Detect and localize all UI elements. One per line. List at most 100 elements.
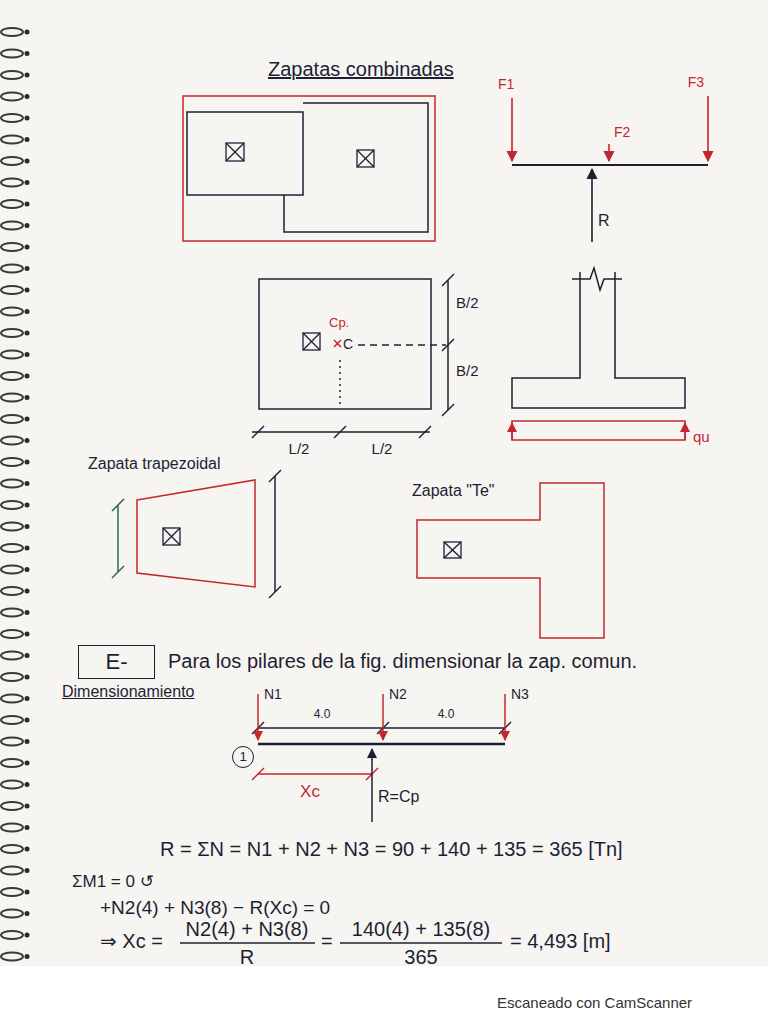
- reaction-label: R: [598, 212, 610, 230]
- column-symbol: [357, 150, 374, 167]
- spiral-hole: [25, 804, 30, 809]
- trapezoidal-footing: [112, 499, 124, 511]
- rect-footing: [334, 426, 346, 438]
- spiral-ring: [1, 630, 23, 638]
- fraction-denominator: 365: [404, 946, 437, 969]
- footing-section: [512, 272, 685, 408]
- spiral-ring: [1, 609, 23, 617]
- spiral-hole: [25, 782, 30, 787]
- spiral-hole: [25, 589, 30, 594]
- spiral-hole: [25, 847, 30, 852]
- beam-diagram: [382, 694, 384, 740]
- spiral-hole: [25, 632, 30, 637]
- t-footing: [417, 483, 604, 638]
- column-symbol: [303, 333, 320, 350]
- figure-caption: Zapata "Te": [412, 482, 495, 500]
- spiral-hole: [25, 868, 30, 873]
- fraction-numerator: N2(4) + N3(8): [186, 918, 309, 941]
- load-label: N1: [264, 686, 282, 702]
- pressure-label: qu: [693, 428, 710, 445]
- spiral-ring: [1, 845, 23, 853]
- figure-caption: Zapata trapezoidal: [88, 455, 221, 473]
- spiral-hole: [25, 159, 30, 164]
- footing-plan: [284, 103, 428, 232]
- centroid-mark: [334, 340, 341, 347]
- spiral-hole: [25, 610, 30, 615]
- trapezoidal-footing: [269, 586, 281, 598]
- spiral-ring: [1, 867, 23, 875]
- spiral-hole: [25, 116, 30, 121]
- spiral-hole: [25, 567, 30, 572]
- spiral-ring: [1, 566, 23, 574]
- spiral-hole: [25, 503, 30, 508]
- fraction-denominator: R: [240, 946, 254, 969]
- column-symbol: [163, 528, 180, 545]
- spiral-ring: [1, 824, 23, 832]
- rect-footing: [442, 339, 454, 351]
- dimension: 4.0: [314, 708, 331, 722]
- dimension: Xc: [300, 782, 320, 802]
- column-symbol: [444, 542, 461, 558]
- spiral-binding: [1, 28, 30, 961]
- spiral-hole: [25, 309, 30, 314]
- spiral-hole: [25, 546, 30, 551]
- spiral-hole: [25, 73, 30, 78]
- spiral-hole: [25, 417, 30, 422]
- centroid-label: Cp.: [329, 316, 349, 331]
- footing-section: [512, 268, 685, 408]
- spiral-ring: [1, 157, 23, 165]
- centroid-mark: [334, 340, 341, 347]
- spiral-ring: [1, 480, 23, 488]
- load-diagram: [512, 96, 708, 242]
- spiral-ring: [1, 673, 23, 681]
- rect-footing: [259, 279, 431, 409]
- beam-diagram: [252, 768, 264, 780]
- column-symbol: [163, 528, 180, 545]
- equation: R = ΣN = N1 + N2 + N3 = 90 + 140 + 135 =…: [160, 838, 623, 861]
- spiral-hole: [25, 202, 30, 207]
- spiral-ring: [1, 71, 23, 79]
- fraction-bar: [180, 942, 502, 944]
- spiral-ring: [1, 716, 23, 724]
- spiral-ring: [1, 50, 23, 58]
- dimension: L/2: [289, 440, 310, 457]
- footing-plan: [183, 96, 435, 241]
- column-symbol: [357, 150, 374, 167]
- rect-footing: [252, 274, 454, 438]
- rect-footing: [442, 404, 454, 416]
- fraction-numerator: 140(4) + 135(8): [352, 918, 490, 941]
- spiral-hole: [25, 180, 30, 185]
- trapezoidal-footing: [269, 470, 281, 482]
- soil-pressure: [512, 421, 685, 440]
- spiral-ring: [1, 286, 23, 294]
- spiral-hole: [25, 51, 30, 56]
- beam-diagram: [258, 743, 505, 745]
- spiral-hole: [25, 481, 30, 486]
- spiral-ring: [1, 695, 23, 703]
- spiral-hole: [25, 137, 30, 142]
- spiral-hole: [25, 954, 30, 959]
- load-diagram: [591, 169, 593, 242]
- spiral-ring: [1, 523, 23, 531]
- spiral-ring: [1, 28, 23, 36]
- trapezoidal-footing: [137, 480, 255, 587]
- equation: = 4,493 [m]: [510, 930, 611, 953]
- spiral-ring: [1, 544, 23, 552]
- spiral-ring: [1, 415, 23, 423]
- spiral-hole: [25, 718, 30, 723]
- load-label: N2: [389, 686, 407, 702]
- equation: ΣM1 = 0 ↺: [72, 872, 154, 892]
- column-symbol: [226, 143, 244, 161]
- spiral-ring: [1, 179, 23, 187]
- spiral-hole: [25, 223, 30, 228]
- t-footing: [417, 483, 604, 638]
- spiral-hole: [25, 245, 30, 250]
- spiral-ring: [1, 136, 23, 144]
- spiral-hole: [25, 460, 30, 465]
- spiral-hole: [25, 890, 30, 895]
- spiral-ring: [1, 114, 23, 122]
- spiral-hole: [25, 696, 30, 701]
- spiral-ring: [1, 910, 23, 918]
